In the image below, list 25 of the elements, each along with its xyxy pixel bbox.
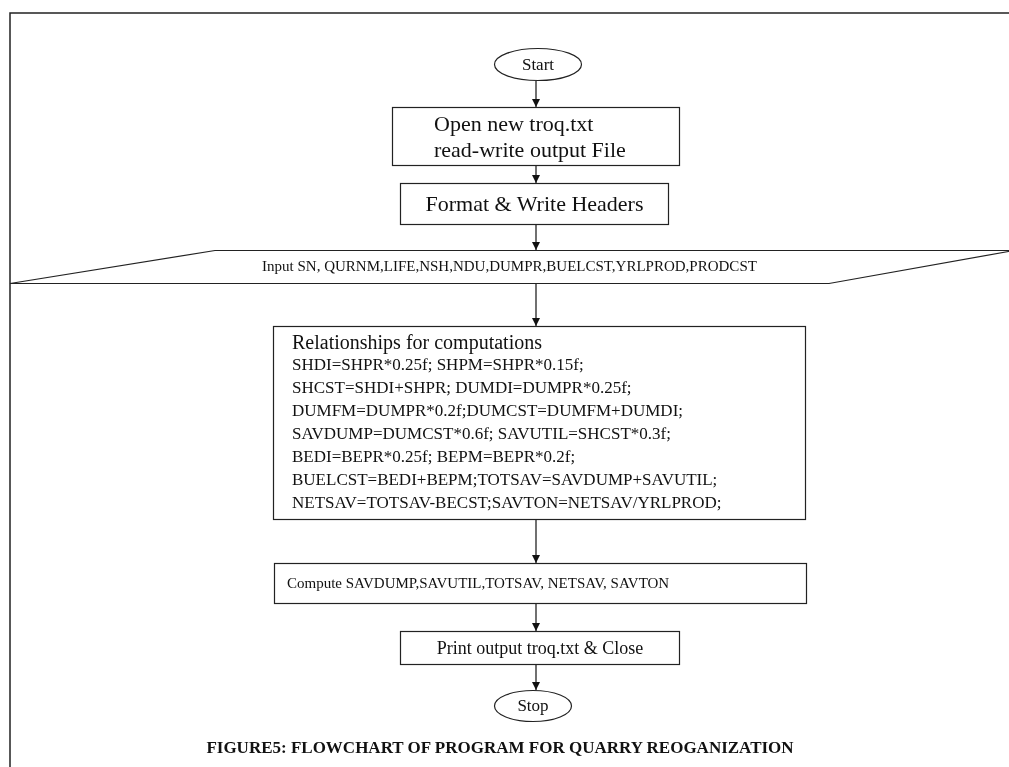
step-text: Print output troq.txt & Close <box>436 637 644 659</box>
step-text: Compute SAVDUMP,SAVUTIL,TOTSAV, NETSAV, SAVTON <box>287 574 670 593</box>
arrow <box>531 165 541 184</box>
figure-caption: FIGURE5: FLOWCHART OF PROGRAM FOR QUARRY REOGANIZATION <box>205 738 795 758</box>
process-box <box>274 563 807 604</box>
input-parallelogram <box>10 250 1009 284</box>
step-text: Open new troq.txt read-write output File <box>434 111 627 162</box>
formula-text: SHDI=SHPR*0.25f; SHPM=SHPR*0.15f; SHCST=SHDI+SHPR; DUMDI=DUMPR*0.25f; DUMFM=DUMPR*0.2f;DUMCST=DUMFM+DUMDI; SAVDUMP=DUMCST*0.6f; SAVUTIL=SHCST*0.3f; BEDI=BEPR*0.25f; BEPM=BEPR*0.2f; BUELCST=BEDI+BEPM;TOTSAV=SAVDUMP+SAVUTIL; NETSAV=TOTSAV-BECST;SAVTON=NETSAV/YRLPROD; <box>292 354 723 514</box>
terminal-oval <box>494 48 582 81</box>
input-text: Input SN, QURNM,LIFE,NSH,NDU,DUMPR,BUELCST,YRLPROD,PRODCST <box>262 258 757 276</box>
terminal-oval <box>494 690 572 722</box>
arrow <box>531 224 541 251</box>
terminal-label: Start <box>521 54 555 75</box>
arrow <box>531 603 541 632</box>
arrow <box>531 80 541 108</box>
arrow <box>531 283 541 327</box>
process-box <box>392 107 680 166</box>
block-heading: Relationships for computations <box>292 331 543 355</box>
arrow <box>531 664 541 691</box>
step-text: Format & Write Headers <box>425 191 644 217</box>
process-box <box>400 631 680 665</box>
process-box <box>400 183 669 225</box>
arrow <box>531 519 541 564</box>
process-box <box>273 326 806 520</box>
terminal-label: Stop <box>517 696 549 716</box>
